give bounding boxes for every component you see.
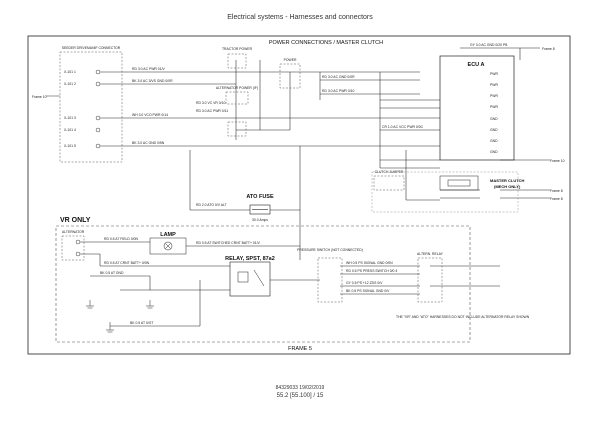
seeder-pin-label-4: X-101 4 xyxy=(64,128,76,132)
wire-label-w9: GY 3.0 AC GND 0/20 PB xyxy=(470,43,508,47)
frame-ref-right-3: Frame 8 xyxy=(550,189,563,193)
wire-label-w10: CR 1.0 AC VCC PWR 0/0C xyxy=(382,125,424,129)
vr-note: THE "VR" AND "ATO" HARNESSES DO NOT INCL… xyxy=(396,315,530,319)
seeder-pin-label-5: X-101 5 xyxy=(64,144,76,148)
ecu-pin-6: GND xyxy=(490,139,498,143)
ecu-pin-2: PWR xyxy=(490,94,498,98)
wire-label-w4: RD 3.0 AC PWR 0/10 xyxy=(322,89,355,93)
lamp-icon xyxy=(163,241,173,251)
wire-label-w13: RD 0.5 AT SWITCHED CRNT BATT+ 01/V xyxy=(196,241,261,245)
vr-only-label: VR ONLY xyxy=(60,217,91,224)
wire-label-w11: RD 2.0 ATO 0/V ALT xyxy=(196,203,227,207)
power-label: POWER xyxy=(284,58,297,62)
tractor-power-label: TRACTOR POWER xyxy=(222,47,253,51)
footer-page: 55.2 [55.100] / 15 xyxy=(276,393,324,399)
pressure-switch-block xyxy=(317,257,343,303)
accessory-power-label: ALTERNATOR POWER (IF) xyxy=(216,86,258,90)
seeder-pin-label-3: X-101 3 xyxy=(64,116,76,120)
master-clutch-region xyxy=(371,171,519,213)
wire-label-w1: RD 3.0 AC PWR 01/V xyxy=(132,67,166,71)
vr-only-region xyxy=(55,225,471,343)
relay-coil xyxy=(237,271,249,283)
wire-label-w3: RD 3.0 AC GND 0/0R xyxy=(322,75,355,79)
clutch-jumper-label: CLUTCH JUMPER xyxy=(375,170,404,174)
wire-label-w5: RD 3.0 VC VR 0/10 xyxy=(196,101,226,105)
ato-fuse-label: ATO FUSE xyxy=(246,194,274,200)
relay-label: RELAY, SPST, 87a2 xyxy=(225,256,275,262)
wire-label-w14: RD 0.5 AT CRNT BATT+ 0/0N xyxy=(104,261,150,265)
ecu-pin-1: PWR xyxy=(490,83,498,87)
master-clutch-label-2: (MECH ONLY) xyxy=(494,184,521,189)
diagram-frame xyxy=(27,35,571,355)
ecu-pin-7: GND xyxy=(490,150,498,154)
seeder-connector-block xyxy=(59,51,123,163)
relay-contact xyxy=(253,269,265,287)
wire-label-w8: BK 3.0 AC GND 0/5N xyxy=(132,141,165,145)
power-block xyxy=(279,63,301,89)
seeder-connector-label: SEEDER DRIVEMANIF CONNECTOR xyxy=(62,46,121,50)
vr-wires xyxy=(80,241,500,327)
ecu-a-box xyxy=(439,55,515,161)
ecu-pin-4: GND xyxy=(490,117,498,121)
footer-doc-number: 84329033 19/02/2019 xyxy=(275,385,325,391)
ecu-pin-0: PWR xyxy=(490,72,498,76)
frame-ref-left: Frame 10 xyxy=(32,95,47,99)
wire-label-w15: BK 0.5 AT GND xyxy=(100,271,124,275)
frame-ref-right-4: Frame 8 xyxy=(550,197,563,201)
altern-relay-label: ALTERN. RELAY xyxy=(417,252,444,256)
ecu-pin-5: GND xyxy=(490,128,498,132)
wire-label-w18: GY 0.5 PS +12 ZDS 0/V xyxy=(346,281,383,285)
alternator-block xyxy=(61,235,85,261)
wire-label-w17: RD 0.5 PS PRESS SWITCH 0/0 4 xyxy=(346,269,397,273)
wire-label-w7: WH 3.0 VCO PWR 0/14 xyxy=(132,113,168,117)
altern-relay-block xyxy=(417,257,443,303)
seeder-pin-label-1: X-101 1 xyxy=(64,70,76,74)
ecu-pin-3: PWR xyxy=(490,105,498,109)
frame-label: FRAME 5 xyxy=(288,346,312,352)
seeder-pin-label-2: X-101 2 xyxy=(64,82,76,86)
wire-label-w12: RD 0.5 AT FIELD 0/0N xyxy=(104,237,139,241)
clutch-jumper-block xyxy=(373,175,405,191)
accessory-power-block xyxy=(225,91,249,105)
diagram-title: POWER CONNECTIONS / MASTER CLUTCH xyxy=(269,40,383,46)
frame-ref-right-2: Frame 10 xyxy=(550,159,565,163)
wire-label-w20: BK 0.5 AT 0/GT xyxy=(130,321,153,325)
ecu-a-label: ECU A xyxy=(468,62,485,68)
ato-fuse-rating: 30.0 Amps xyxy=(252,218,268,222)
aux-block xyxy=(227,121,247,137)
page-header-title: Electrical systems - Harnesses and conne… xyxy=(227,14,373,21)
lamp-label: LAMP xyxy=(160,232,176,238)
seeder-pins xyxy=(95,69,101,149)
wire-label-w19: BK 0.5 PS SIGNAL GND 0/V xyxy=(346,289,390,293)
alternator-label: ALTERNATOR xyxy=(62,230,85,234)
ecu-pins: PWR PWR PWR PWR GND GND GND GND xyxy=(490,72,498,154)
wire-label-w16: WH 0.5 PS SIGNAL GND 0/0N xyxy=(346,261,393,265)
frame-ref-right-1: Frame 8 xyxy=(542,47,555,51)
wire-label-w6: RD 3.0 AC PWR 0/11 xyxy=(196,109,228,113)
tractor-power-block xyxy=(227,53,247,69)
master-clutch-coil xyxy=(439,175,479,191)
ground-symbols xyxy=(86,300,154,333)
master-clutch-label-1: MASTER CLUTCH xyxy=(490,178,525,183)
relay-box xyxy=(229,261,271,297)
pressure-switch-label: PRESSURE SWITCH (NOT CONNECTED) xyxy=(297,248,363,252)
wire-label-w2: BK 3.0 AC 3/VS GND 0/0R xyxy=(132,79,173,83)
